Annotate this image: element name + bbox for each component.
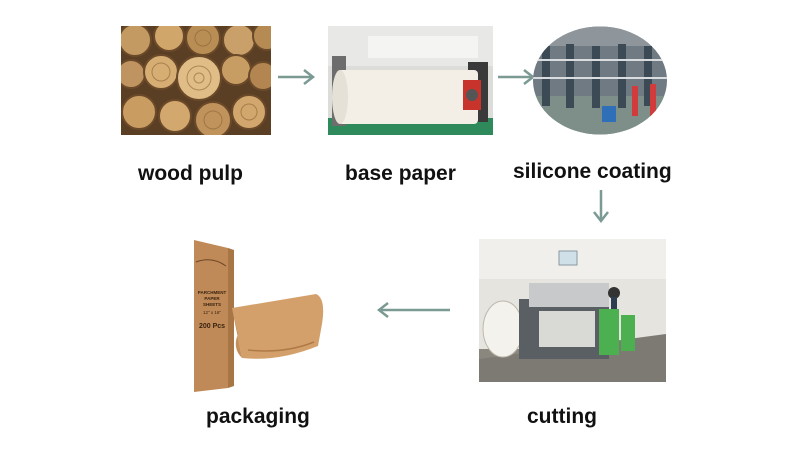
- step-label-base-paper: base paper: [345, 162, 456, 185]
- cutting-image: [479, 239, 666, 382]
- step-label-packaging: packaging: [206, 405, 310, 428]
- wood-pulp-image: [121, 26, 271, 135]
- step-label-cutting: cutting: [527, 405, 597, 428]
- package-line-1: PARCHMENT: [197, 290, 227, 295]
- base-paper-image: [328, 26, 493, 135]
- packaging-image: PARCHMENT PAPER SHEETS 12" x 16" 200 Pcs: [188, 238, 328, 394]
- arrow-right-2: [496, 67, 536, 87]
- package-size: 12" x 16": [203, 310, 221, 315]
- arrow-left: [376, 300, 452, 320]
- arrow-right-1: [276, 67, 316, 87]
- silicone-coating-image: [532, 26, 668, 135]
- step-label-silicone-coating: silicone coating: [513, 160, 672, 183]
- package-count: 200 Pcs: [198, 323, 226, 330]
- package-line-2: PAPER SHEETS: [202, 296, 221, 307]
- arrow-down: [591, 188, 611, 224]
- step-label-wood-pulp: wood pulp: [138, 162, 243, 185]
